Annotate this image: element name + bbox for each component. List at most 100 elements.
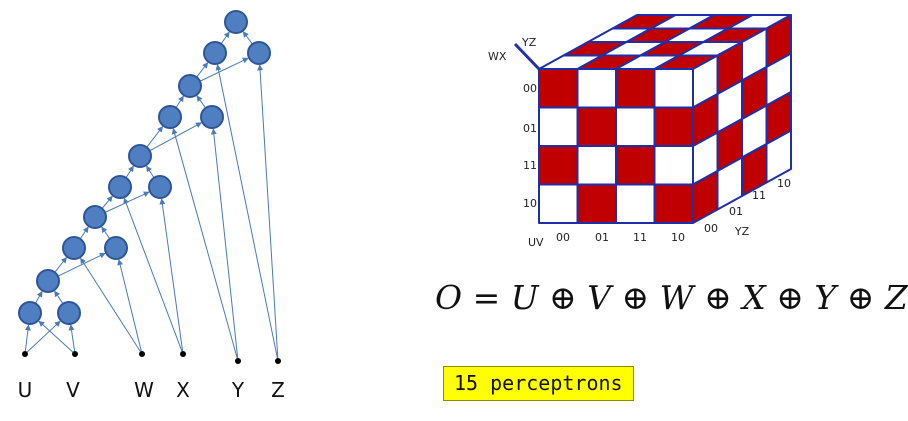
xor-operator: ⊕ [549, 278, 577, 317]
xor-operator: ⊕ [704, 278, 732, 317]
perceptron-node [104, 236, 128, 260]
connection-edge [26, 320, 61, 353]
perceptron-node [128, 144, 152, 168]
connection-edge [146, 165, 155, 179]
depth-label-10: 10 [777, 177, 791, 190]
formula-term-w: W [659, 278, 694, 317]
formula-term-u: U [510, 278, 539, 317]
input-terminal-dot [139, 351, 145, 357]
connection-edge [54, 290, 64, 305]
input-terminal-dot [72, 351, 78, 357]
connection-edge [125, 165, 134, 179]
perceptron-node [62, 236, 86, 260]
perceptron-node [178, 74, 202, 98]
col-label-01: 01 [595, 231, 609, 244]
connection-edge [159, 198, 184, 352]
col-label-00: 00 [556, 231, 570, 244]
input-label-w: W [134, 378, 154, 402]
input-terminal-dot [22, 351, 28, 357]
connection-edge [196, 95, 207, 109]
xor-operator: ⊕ [621, 278, 650, 317]
connection-edge [175, 95, 184, 109]
perceptron-node [200, 105, 224, 129]
cube-front-cell [615, 68, 656, 109]
connection-edge [257, 64, 279, 359]
connection-edge [79, 226, 89, 240]
perceptron-node [83, 205, 107, 229]
cube-front-cell [538, 68, 579, 109]
row-label-11: 11 [523, 159, 537, 172]
perceptron-node [36, 269, 60, 293]
karnaugh-cube: WX YZ 00 01 11 10 UV 00 01 11 10 00 01 1… [488, 14, 792, 249]
formula-term-v: V [587, 278, 612, 317]
perceptron-node [108, 175, 132, 199]
connection-edge [80, 257, 141, 352]
formula-term-z: Z [884, 278, 908, 317]
connection-edge [34, 290, 43, 304]
cube-front-cell [538, 145, 579, 186]
cube-side-cell [765, 129, 792, 184]
connection-edge [123, 197, 183, 352]
cube-front-cell [615, 183, 656, 224]
connection-edge [101, 195, 113, 209]
col-label-10: 10 [671, 231, 685, 244]
connection-edge [101, 226, 111, 240]
cube-front-cell [538, 183, 579, 224]
cube-front-cell [576, 145, 617, 186]
formula-equals: = [472, 278, 511, 317]
input-labels: U V W X Y Z [18, 378, 285, 402]
depth-label-11: 11 [752, 189, 766, 202]
depth-label-00: 00 [704, 222, 718, 235]
connection-edge [57, 252, 106, 277]
connection-edge [24, 324, 31, 352]
cube-front-cell [576, 68, 617, 109]
input-label-x: X [176, 378, 190, 402]
connection-edge [196, 62, 209, 78]
wx-yz-axis-line [513, 42, 541, 71]
corner-label-yz: YZ [521, 36, 537, 49]
cube-front-cell [576, 183, 617, 224]
row-label-00: 00 [523, 82, 537, 95]
perceptron-node [57, 301, 81, 325]
connection-edge [68, 324, 76, 352]
xor-operator: ⊕ [846, 278, 875, 317]
connection-edge [215, 64, 278, 359]
input-terminals [22, 351, 281, 364]
connection-edge [54, 256, 67, 273]
network-nodes [18, 10, 271, 325]
connection-edge [117, 259, 142, 352]
perceptron-node [18, 301, 42, 325]
input-label-z: Z [271, 378, 285, 402]
connection-edge [220, 31, 230, 45]
xor-operator: ⊕ [776, 278, 804, 317]
perceptron-node [203, 41, 227, 65]
row-label-10: 10 [523, 197, 537, 210]
connection-edge [38, 320, 74, 353]
depth-axis-label-yz: YZ [734, 225, 750, 238]
perceptron-node [224, 10, 248, 34]
cube-front-cell [576, 106, 617, 147]
bottom-axis-label-uv: UV [528, 236, 544, 249]
perceptron-network: U V W X Y Z [18, 10, 285, 402]
perceptron-node [148, 175, 172, 199]
input-terminal-dot [275, 358, 281, 364]
formula-term-y: Y [814, 278, 837, 317]
perceptron-node [158, 105, 182, 129]
input-label-v: V [66, 378, 80, 402]
perceptron-node [247, 41, 271, 65]
connection-edge [210, 128, 239, 359]
cube-front-cell [653, 183, 694, 224]
input-terminal-dot [235, 358, 241, 364]
row-label-01: 01 [523, 122, 537, 135]
depth-label-01: 01 [729, 205, 743, 218]
cube-cells [538, 14, 792, 224]
connection-edge [146, 126, 164, 148]
input-terminal-dot [180, 351, 186, 357]
col-label-11: 11 [633, 231, 647, 244]
cube-front-cell [615, 145, 656, 186]
connection-edge [242, 31, 253, 45]
formula-term-x: X [742, 278, 766, 317]
network-edges [24, 31, 279, 359]
connection-edge [171, 127, 238, 359]
